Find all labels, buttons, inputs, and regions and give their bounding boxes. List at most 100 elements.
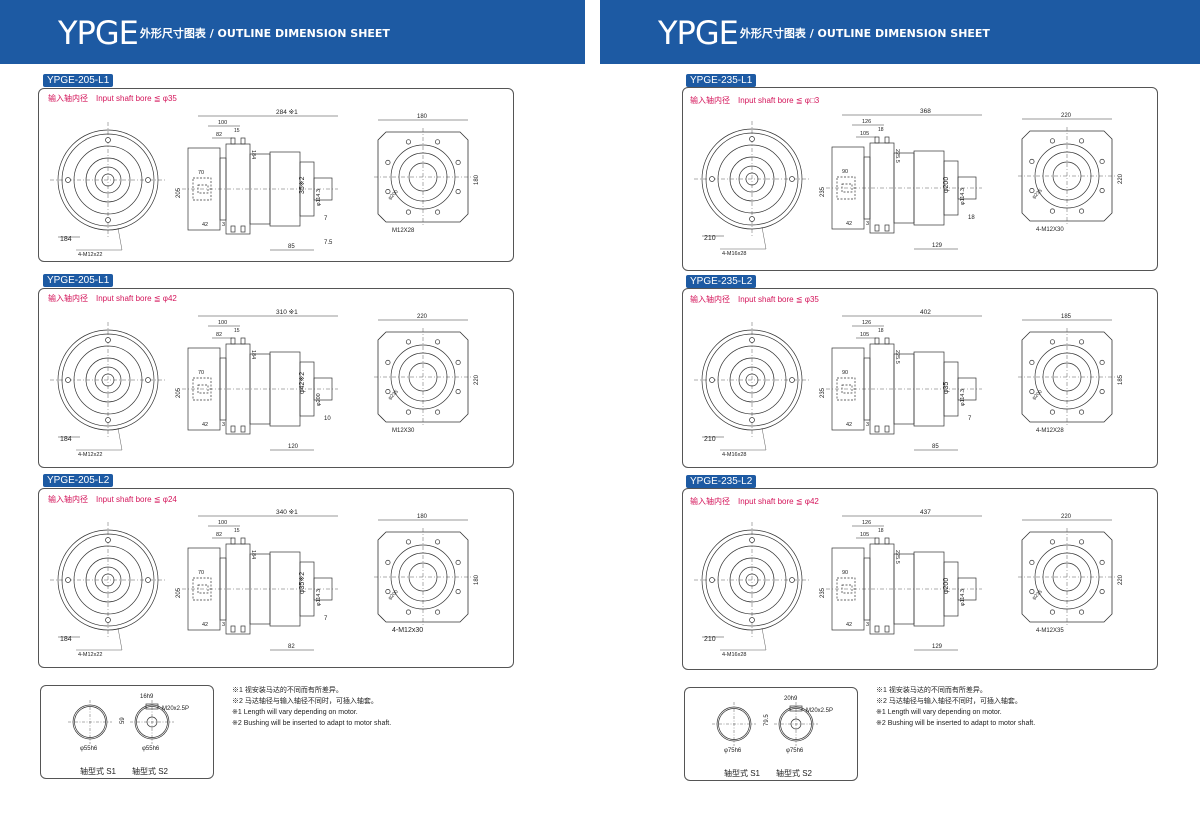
rect-line [884,136,890,144]
note-line: ※2 马达轴径与输入轴径不同时，可插入轴套。 [876,698,1022,705]
rect-line [836,577,856,601]
circle-line [749,617,755,623]
circle-line [405,609,412,615]
dimension-label: 100 [218,120,227,126]
dimension-label: φ55h6 [80,746,98,752]
dimension-label: 3 [866,422,869,428]
model-tag: YPGE-235-L2 [686,275,757,288]
circle-line [1099,388,1105,395]
rect-line [192,377,212,401]
rect-line [230,425,236,433]
flange-outline [1021,331,1113,423]
line [761,226,767,250]
dimension-label: 105 [860,332,869,338]
dimension-label: 7 [324,616,328,622]
rect-line [197,584,209,594]
dimension-label: 轴型式 S2 [776,768,813,778]
dimension-label: 85 [932,444,939,450]
dimension-label: φ75h6 [786,748,804,754]
circle-line [1078,208,1085,214]
dimension-panel [682,488,1158,670]
rect-line [874,337,880,345]
dimension-label: 轴型式 S1 [80,766,117,776]
dimension-label: 轴型式 S2 [132,766,169,776]
rect-line [884,337,890,345]
dimension-label: 210 [704,636,716,643]
circle-line [1029,187,1035,194]
dimension-label: φ114.3 [316,189,322,206]
circle-line [405,339,412,345]
rect-line [230,625,236,633]
dimension-label: 82 [288,644,295,650]
circle-line [105,537,111,543]
rect-line [230,137,236,145]
flange-outline [377,131,469,223]
dimension-label: φ42※2 [299,372,306,394]
circle-line [455,188,461,195]
dimension-label: 220 [1061,514,1072,520]
circle-line [434,139,441,145]
dimension-label: 42 [846,422,852,428]
dimension-label: 15 [234,328,240,334]
circle-line [65,577,71,583]
dimension-label: 220 [417,314,428,320]
dimension-label: 205 [176,587,182,598]
dimension-label: 4-M12x22 [78,452,102,458]
dimension-label: 310 ※1 [276,309,298,316]
dimension-label: 184 [250,150,256,159]
dimension-label: φ35 [943,382,950,394]
rect-line [884,537,890,545]
dimension-label: 7 [968,416,972,422]
dimension-label: 82 [216,332,222,338]
dimension-label: 100 [218,320,227,326]
rect-line [874,224,880,232]
circle-line [1049,409,1056,415]
rect-line [240,337,246,345]
circle-line [455,359,461,366]
dimension-label: 轴型式 S1 [724,768,761,778]
dimension-label: 126 [862,119,871,125]
circle-line [1078,339,1085,345]
circle-line [749,417,755,423]
dimension-label: 59 [120,717,126,724]
circle-line [1099,588,1105,595]
flange-outline [1021,130,1113,222]
rect-line [884,625,890,633]
sheet-subtitle: 外形尺寸图表 / OUTLINE DIMENSION SHEET [139,27,390,40]
note-line: ※2 Bushing will be inserted to adapt to … [876,720,1036,727]
circle-line [434,409,441,415]
circle-line [455,388,461,395]
rect-line [884,425,890,433]
circle-line [1049,208,1056,214]
circle-line [385,588,391,595]
circle-line [1078,138,1085,144]
dimension-label: 129 [932,243,943,249]
circle-line [1078,409,1085,415]
dimension-label: 3 [222,222,225,228]
rect-line [884,224,890,232]
circle-line [709,377,715,383]
circle-line [455,159,461,166]
shaft-type-box [40,685,214,779]
dimension-label: 4-M12x30 [392,627,423,634]
dimension-label: 225.5 [894,350,900,364]
dimension-label: 340 ※1 [276,509,298,516]
dimension-label: 184 [60,436,72,443]
rect-line [192,577,212,601]
dimension-label: 85 [288,244,295,250]
model-tag: YPGE-205-L1 [43,74,114,87]
circle-line [1099,359,1105,366]
shaft-type-box [684,687,858,781]
dimension-label: 35※2 [299,176,306,194]
dimension-label: 18 [878,127,884,133]
